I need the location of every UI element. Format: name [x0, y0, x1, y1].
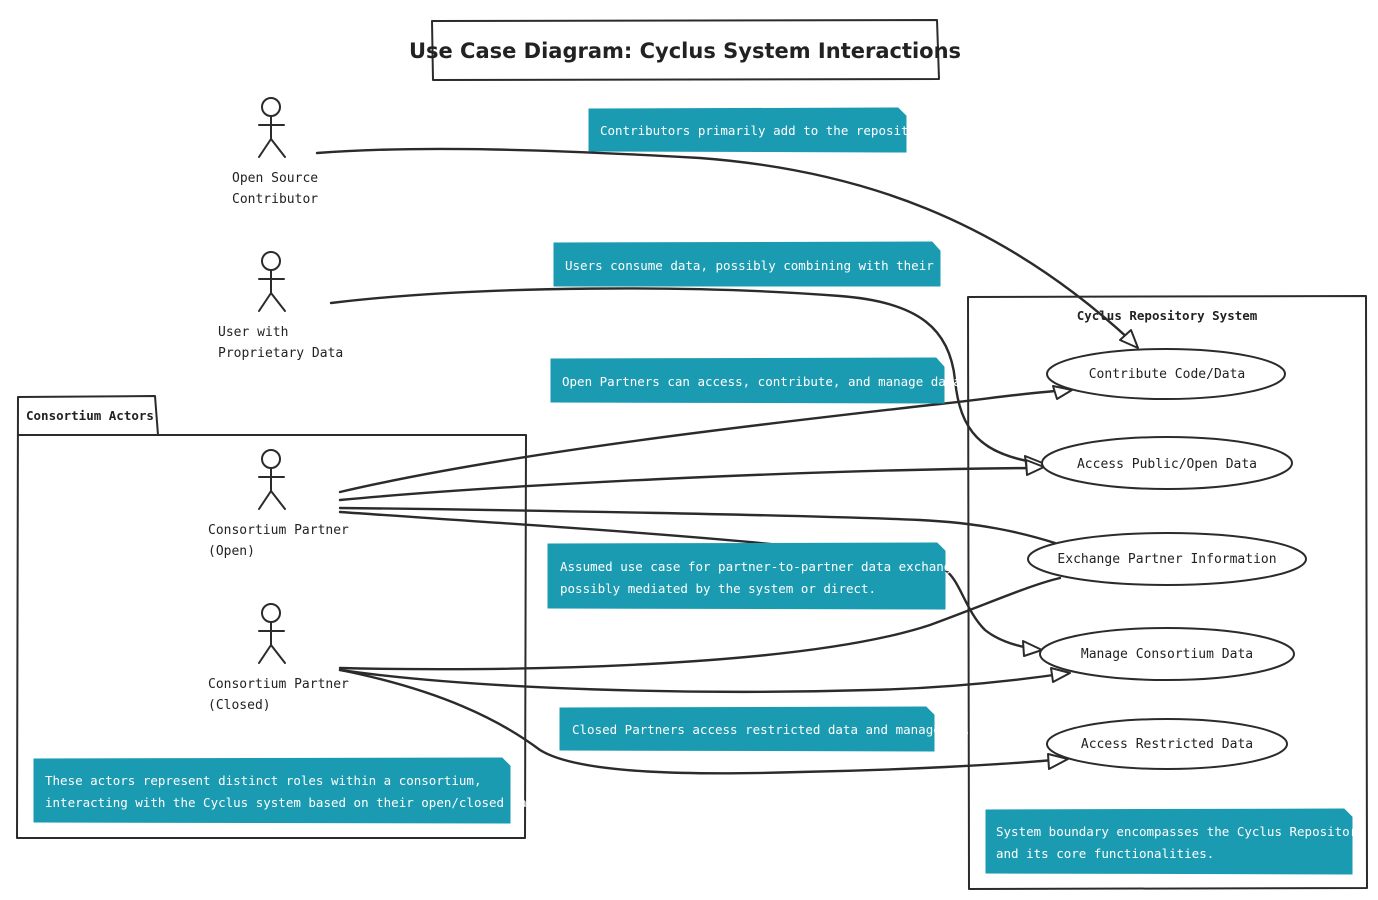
note-closed-partners: Closed Partners access restricted data a…: [559, 706, 971, 752]
diagram-title: Use Case Diagram: Cyclus System Interact…: [409, 19, 961, 81]
note-line: interacting with the Cyclus system based…: [45, 795, 564, 810]
edge-closed-restricted: [338, 668, 1067, 775]
actor-label-line2: (Open): [208, 544, 255, 559]
associations: [315, 147, 1139, 775]
actor-proprietary-user: User with Proprietary Data: [218, 251, 343, 361]
actor-label-line2: Proprietary Data: [218, 346, 343, 361]
usecase-label: Exchange Partner Information: [1057, 552, 1276, 567]
actor-label-line1: Open Source: [232, 171, 318, 186]
usecase-label: Access Public/Open Data: [1077, 457, 1257, 472]
usecase-manage: Manage Consortium Data: [1039, 627, 1295, 681]
note-exchange: Assumed use case for partner-to-partner …: [547, 542, 966, 610]
note-line: System boundary encompasses the Cyclus R…: [996, 824, 1365, 839]
note-line: These actors represent distinct roles wi…: [45, 773, 482, 788]
usecase-label: Access Restricted Data: [1081, 737, 1253, 752]
actor-label-line2: (Closed): [208, 698, 271, 713]
note-line: Contributors primarily add to the reposi…: [600, 123, 939, 138]
edge-closed-manage: [338, 668, 1070, 693]
consortium-package-label: Consortium Actors: [26, 408, 154, 423]
note-line: Open Partners can access, contribute, an…: [562, 374, 968, 389]
actor-label-line1: Consortium Partner: [208, 677, 349, 692]
edge-open-access: [338, 466, 1032, 502]
note-open-partners: Open Partners can access, contribute, an…: [550, 357, 968, 404]
arrowhead-open-access: [1025, 459, 1045, 476]
stick-figure-icon: [258, 449, 286, 510]
edge-open-contribute: [338, 388, 1072, 494]
system-boundary: Cyclus Repository System: [967, 295, 1368, 890]
note-contributors: Contributors primarily add to the reposi…: [588, 107, 939, 153]
arrowhead-open-contribute: [1052, 385, 1073, 400]
note-line: possibly mediated by the system or direc…: [560, 581, 876, 596]
note-users: Users consume data, possibly combining w…: [553, 241, 971, 287]
actor-consortium-partner-closed: Consortium Partner (Closed): [208, 603, 349, 713]
stick-figure-icon: [258, 603, 286, 664]
usecase-restricted: Access Restricted Data: [1046, 718, 1288, 770]
edge-user-access: [329, 287, 1042, 465]
actor-label-line1: Consortium Partner: [208, 523, 349, 538]
note-line: Users consume data, possibly combining w…: [565, 258, 971, 273]
usecase-label: Contribute Code/Data: [1089, 367, 1246, 382]
arrowhead-closed-restricted: [1047, 753, 1069, 770]
actor-label-line1: User with: [218, 325, 288, 340]
note-line: and its core functionalities.: [996, 846, 1214, 861]
actor-label-line2: Contributor: [232, 192, 318, 207]
arrowhead-open-manage: [1022, 640, 1043, 657]
arrowhead-closed-manage: [1050, 667, 1071, 683]
note-consortium: These actors represent distinct roles wi…: [33, 757, 564, 824]
arrowhead-contributor: [1119, 329, 1139, 349]
actor-consortium-partner-open: Consortium Partner (Open): [208, 449, 349, 559]
edge-closed-exchange: [338, 576, 1062, 671]
note-line: Closed Partners access restricted data a…: [572, 722, 971, 737]
consortium-actors-package: Consortium Actors: [16, 395, 527, 839]
edge-contributor-contribute: [315, 147, 1132, 342]
note-line: Assumed use case for partner-to-partner …: [560, 559, 966, 574]
note-system: System boundary encompasses the Cyclus R…: [985, 808, 1365, 875]
usecase-exchange: Exchange Partner Information: [1027, 532, 1307, 586]
usecase-contribute: Contribute Code/Data: [1046, 348, 1286, 400]
stick-figure-icon: [258, 251, 286, 312]
actor-open-source-contributor: Open Source Contributor: [232, 97, 318, 207]
edge-open-exchange: [338, 506, 1057, 545]
stick-figure-icon: [258, 97, 286, 158]
usecase-access-open: Access Public/Open Data: [1041, 436, 1293, 490]
title-text: Use Case Diagram: Cyclus System Interact…: [409, 39, 961, 63]
usecase-label: Manage Consortium Data: [1081, 647, 1253, 662]
system-boundary-label: Cyclus Repository System: [1077, 308, 1258, 323]
